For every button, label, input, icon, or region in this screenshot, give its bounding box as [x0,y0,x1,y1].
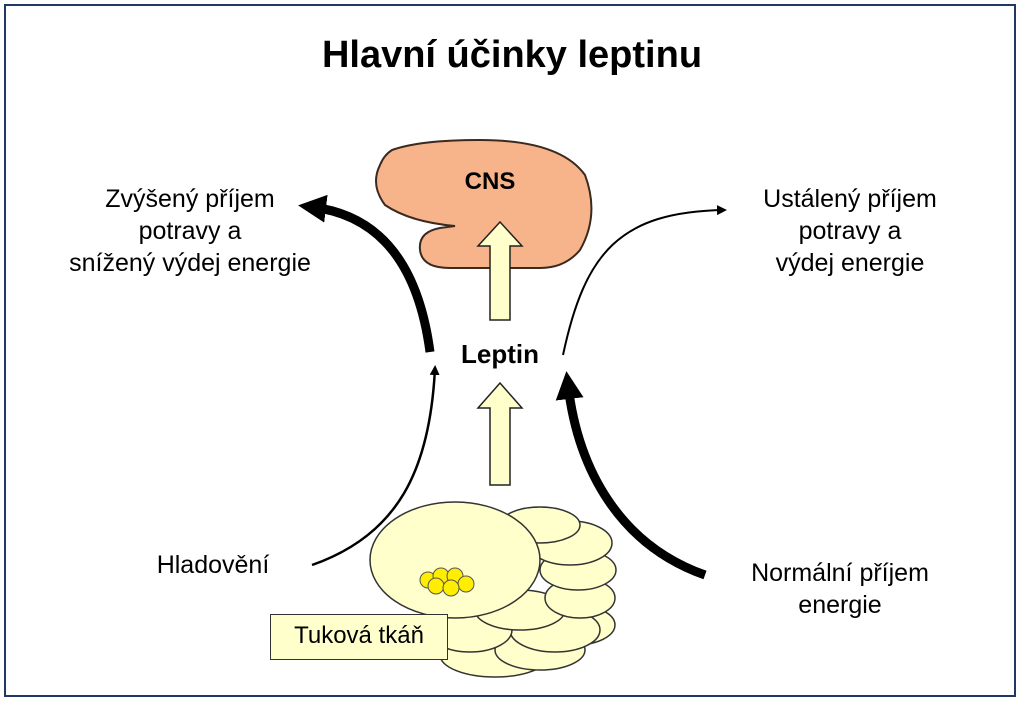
tissue-to-leptin-arrow [476,381,524,486]
leptin-to-steady-intake-arrow [562,205,727,356]
leptin-label: Leptin [461,339,539,369]
increased-intake-label: Zvýšený příjem potravy a snížený výdej e… [69,185,311,277]
hunger-label: Hladovění [156,551,270,579]
adipose-tissue-label: Tuková tkáň [270,614,448,660]
normal-intake-to-leptin-arrow [555,371,707,580]
hunger-to-leptin-arrow [311,365,440,567]
lipid-droplets [419,567,475,597]
cns-label: CNS [464,168,516,195]
normal-intake-label: Normální příjem energie [751,559,929,619]
diagram-title: Hlavní účinky leptinu [321,34,703,76]
adipose-tissue [369,501,617,678]
leptin-to-cns-arrow [476,220,524,321]
cns-shape [375,138,593,269]
leptin-to-increased-intake-arrow [298,194,435,353]
steady-intake-label: Ustálený příjem potravy a výdej energie [763,185,937,277]
